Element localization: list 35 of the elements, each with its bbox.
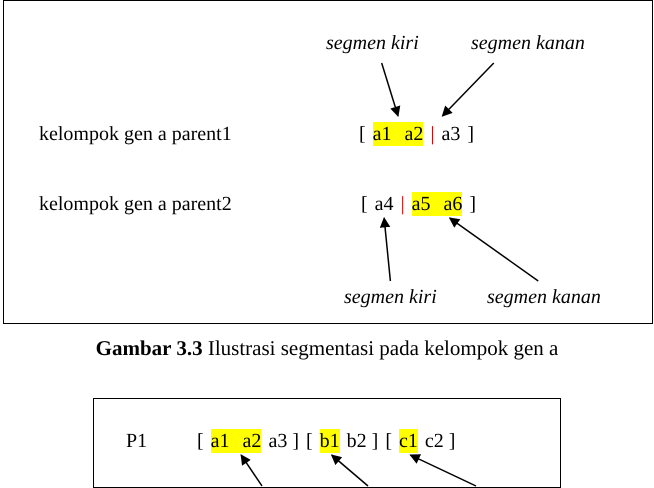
arrow <box>409 454 476 487</box>
arrow <box>442 62 494 117</box>
arrow <box>448 217 539 282</box>
row-label: kelompok gen a parent2 <box>39 192 232 216</box>
gene-text: a4 <box>374 192 394 216</box>
arrow <box>380 216 392 282</box>
gene-text: [ <box>306 429 313 453</box>
segment-divider: | <box>400 192 405 216</box>
gene-text: [ <box>359 122 366 146</box>
arrow <box>380 62 400 117</box>
frame-box <box>3 0 653 324</box>
segment-label: segmen kiri <box>344 285 437 309</box>
gene-text: b2 ] <box>346 429 378 453</box>
highlighted-gene: c1 <box>399 429 418 453</box>
segment-label: segmen kiri <box>326 31 419 55</box>
gene-text: P1 <box>126 429 148 453</box>
gene-text: c2 ] <box>424 429 456 453</box>
highlighted-gene: a1 a2 <box>210 429 262 453</box>
segment-divider: | <box>430 122 434 146</box>
gene-text: [ <box>361 192 368 216</box>
segment-label: segmen kanan <box>471 31 585 55</box>
gene-text: [ <box>385 429 392 453</box>
gene-text: [ <box>197 429 204 453</box>
highlighted-gene: a5 a6 <box>412 192 462 216</box>
arrow <box>240 454 263 486</box>
gene-text: ] <box>467 122 474 146</box>
gene-text: a3 ] <box>268 429 299 453</box>
arrow <box>330 454 368 487</box>
highlighted-gene: a1 a2 <box>372 122 424 146</box>
gene-text: a3 <box>441 122 460 146</box>
figure-caption: Gambar 3.3 Ilustrasi segmentasi pada kelompok gen a <box>94 336 560 360</box>
gene-text: ] <box>469 192 476 216</box>
row-label: kelompok gen a parent1 <box>39 122 232 146</box>
frame-box <box>93 398 561 488</box>
segment-label: segmen kanan <box>487 285 601 309</box>
